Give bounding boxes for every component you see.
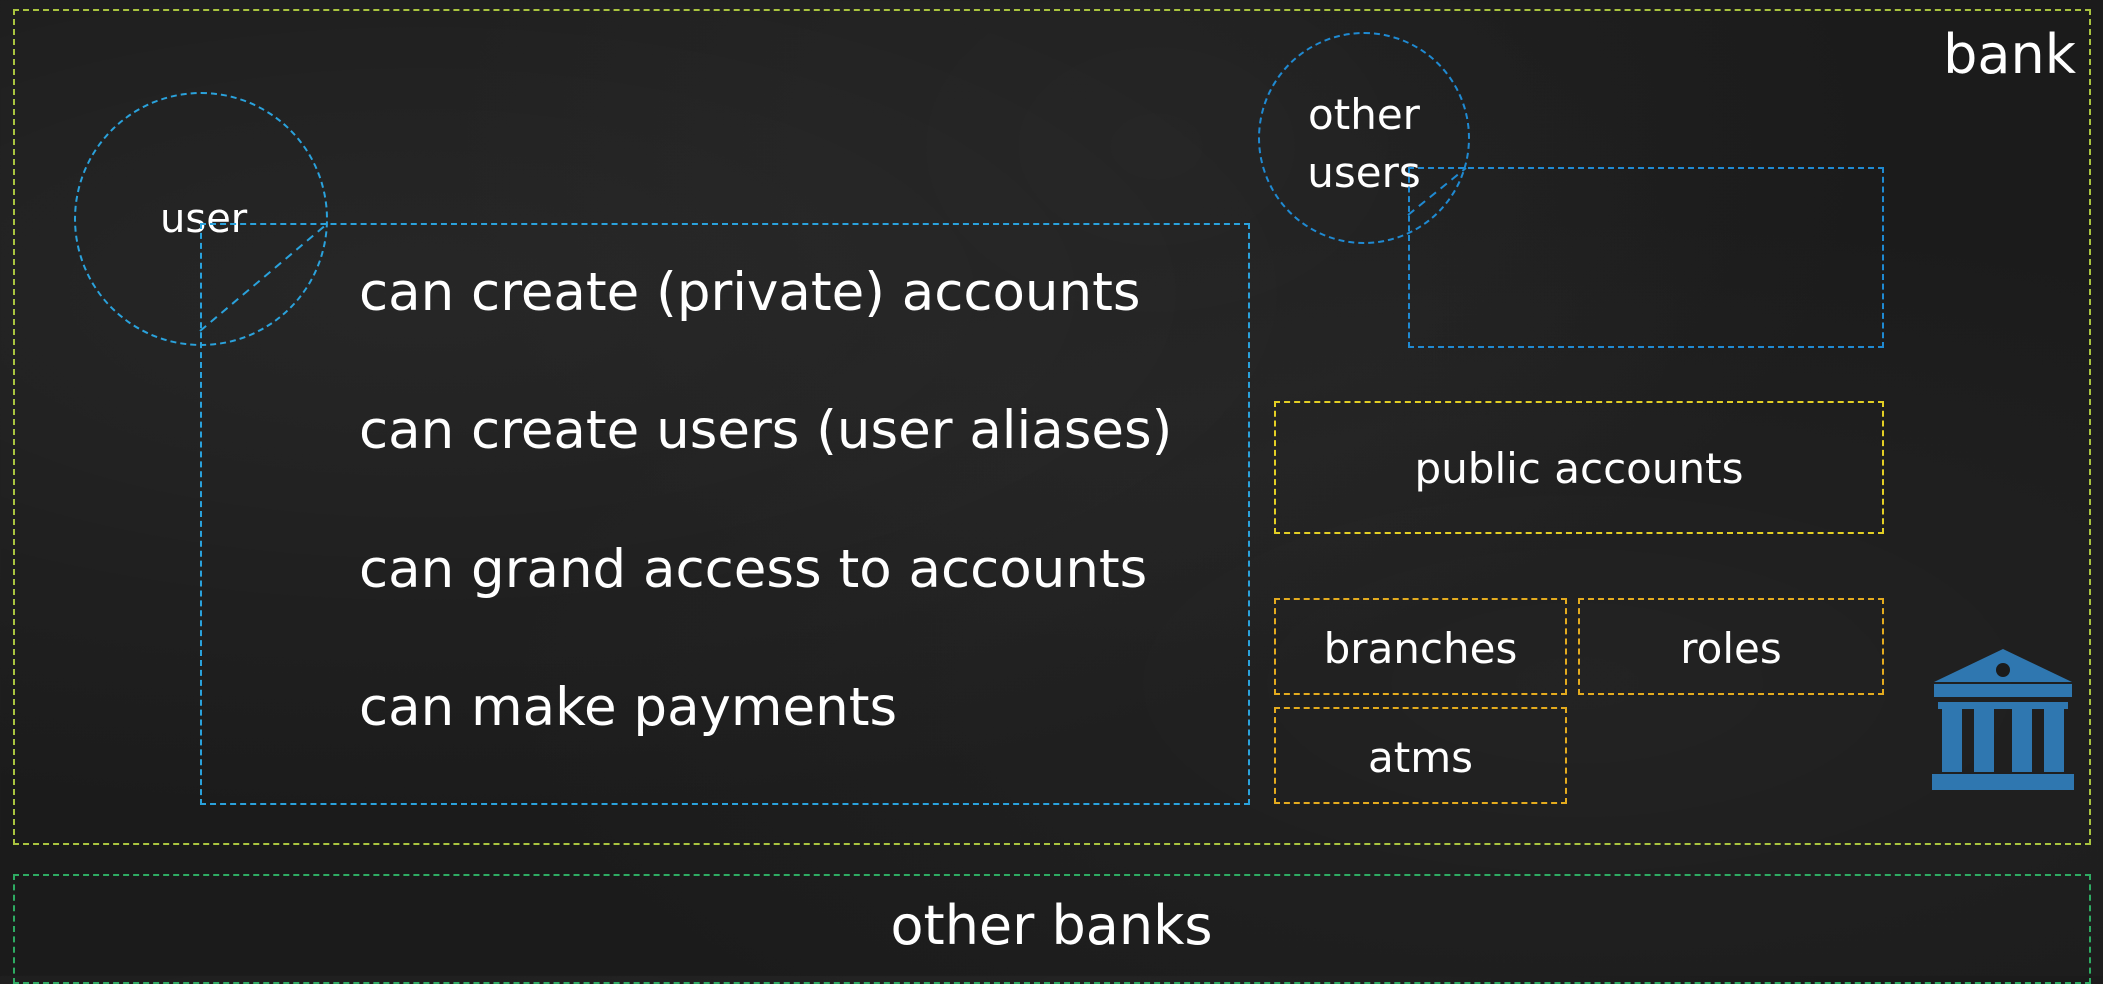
bank-boundary xyxy=(13,9,2091,845)
other-users-box xyxy=(1408,167,1884,348)
other-users-connector xyxy=(1407,167,1467,216)
capability-make-payments: can make payments xyxy=(359,677,898,738)
public-accounts-box xyxy=(1274,401,1884,534)
user-label: user xyxy=(160,196,248,242)
user-capabilities-box xyxy=(200,223,1250,805)
branches-box xyxy=(1274,598,1567,695)
capability-create-users: can create users (user aliases) xyxy=(359,400,1173,461)
branches-label: branches xyxy=(1323,624,1518,673)
roles-label: roles xyxy=(1680,624,1782,673)
capability-grant-access: can grand access to accounts xyxy=(359,539,1148,600)
other-users-circle xyxy=(1258,32,1470,244)
roles-box xyxy=(1578,598,1884,695)
other-banks-label: other banks xyxy=(890,894,1213,957)
other-users-label: other users xyxy=(1307,90,1421,197)
public-accounts-label: public accounts xyxy=(1414,444,1744,493)
user-connector xyxy=(199,223,328,332)
bank-label: bank xyxy=(1943,23,2076,86)
bank-building-icon xyxy=(1932,649,2074,790)
atms-box xyxy=(1274,707,1567,804)
atms-label: atms xyxy=(1368,733,1473,782)
capability-create-accounts: can create (private) accounts xyxy=(359,262,1141,323)
